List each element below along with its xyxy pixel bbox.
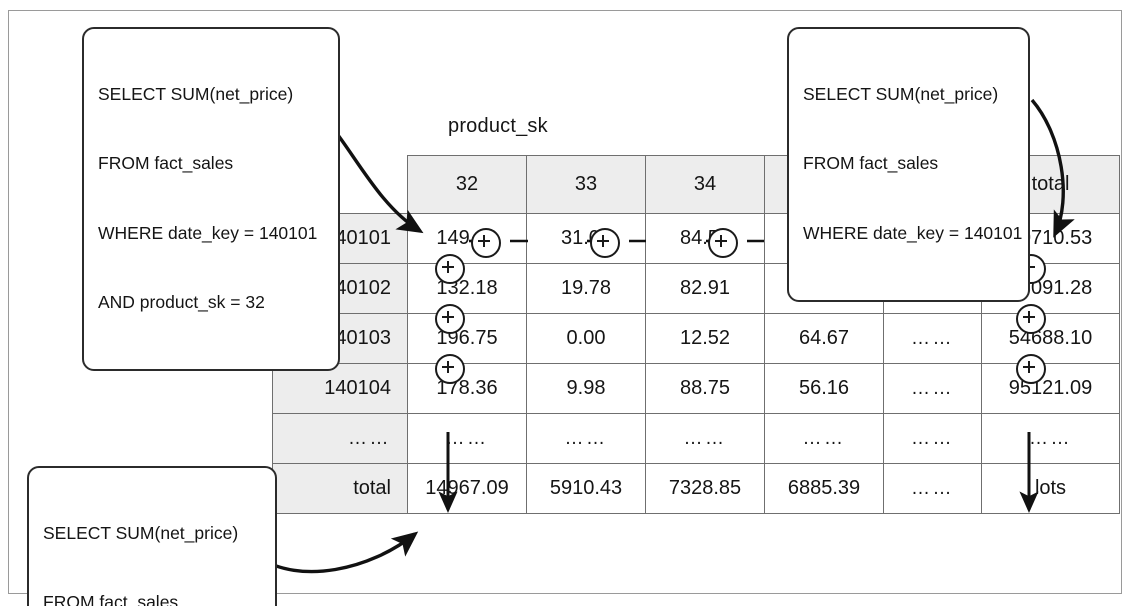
matrix-cell: 5910.43 <box>526 463 646 514</box>
matrix-cell: 6885.39 <box>764 463 884 514</box>
matrix-cell: 132.18 <box>407 263 527 314</box>
matrix-cell: 82.91 <box>645 263 765 314</box>
column-header: 33 <box>526 155 646 214</box>
plus-icon-col32-c <box>435 354 465 384</box>
matrix-cell: 149.60 <box>407 213 527 264</box>
matrix-cell: 14967.09 <box>407 463 527 514</box>
plus-icon-row1-a <box>471 228 501 258</box>
matrix-cell: …… <box>407 413 527 464</box>
callout-line: WHERE date_key = 140101 <box>803 222 1023 243</box>
callout-line: SELECT SUM(net_price) <box>43 523 239 544</box>
matrix-cell: 31.01 <box>526 213 646 264</box>
callout-line: SELECT SUM(net_price) <box>803 84 999 105</box>
matrix-cell: …… <box>981 413 1120 464</box>
matrix-cell: lots <box>981 463 1120 514</box>
matrix-cell: …… <box>883 363 982 414</box>
plus-icon-row1-c <box>708 228 738 258</box>
matrix-cell: 84.58 <box>645 213 765 264</box>
matrix-cell: 54688.10 <box>981 313 1120 364</box>
figure-border <box>8 10 1122 594</box>
matrix-cell: 7328.85 <box>645 463 765 514</box>
callout-line: FROM fact_sales <box>98 153 234 174</box>
column-header: 34 <box>645 155 765 214</box>
row-header: total <box>272 463 408 514</box>
matrix-cell: …… <box>645 413 765 464</box>
matrix-row: …………………………………… <box>272 413 1120 464</box>
matrix-cell: 178.36 <box>407 363 527 414</box>
callout-column-total-query: SELECT SUM(net_price) FROM fact_sales WH… <box>27 466 277 606</box>
matrix-cell: 19.78 <box>526 263 646 314</box>
matrix-cell: 95121.09 <box>981 363 1120 414</box>
matrix-cell: …… <box>883 463 982 514</box>
column-header: 32 <box>407 155 527 214</box>
callout-line: FROM fact_sales <box>803 153 939 174</box>
matrix-cell: 64.67 <box>764 313 884 364</box>
callout-line: FROM fact_sales <box>43 592 179 606</box>
matrix-cell: …… <box>883 313 982 364</box>
row-header: …… <box>272 413 408 464</box>
callout-cell-query: SELECT SUM(net_price) FROM fact_sales WH… <box>82 27 340 372</box>
plus-icon-coltotal-b <box>1016 304 1046 334</box>
plus-icon-col32-b <box>435 304 465 334</box>
callout-row-total-query: SELECT SUM(net_price) FROM fact_sales WH… <box>787 27 1030 303</box>
matrix-cell: 9.98 <box>526 363 646 414</box>
row-header: 140104 <box>272 363 408 414</box>
matrix-cell: 56.16 <box>764 363 884 414</box>
matrix-cell: 196.75 <box>407 313 527 364</box>
matrix-cell: 12.52 <box>645 313 765 364</box>
plus-icon-col32-a <box>435 254 465 284</box>
plus-icon-row1-b <box>590 228 620 258</box>
callout-line: SELECT SUM(net_price) <box>98 84 294 105</box>
plus-icon-coltotal-c <box>1016 354 1046 384</box>
matrix-cell: 0.00 <box>526 313 646 364</box>
column-axis-label: product_sk <box>448 115 548 137</box>
matrix-cell: …… <box>526 413 646 464</box>
matrix-cell: 88.75 <box>645 363 765 414</box>
callout-line: AND product_sk = 32 <box>98 292 265 313</box>
matrix-cell: …… <box>883 413 982 464</box>
callout-line: WHERE date_key = 140101 <box>98 222 318 243</box>
matrix-cell: …… <box>764 413 884 464</box>
